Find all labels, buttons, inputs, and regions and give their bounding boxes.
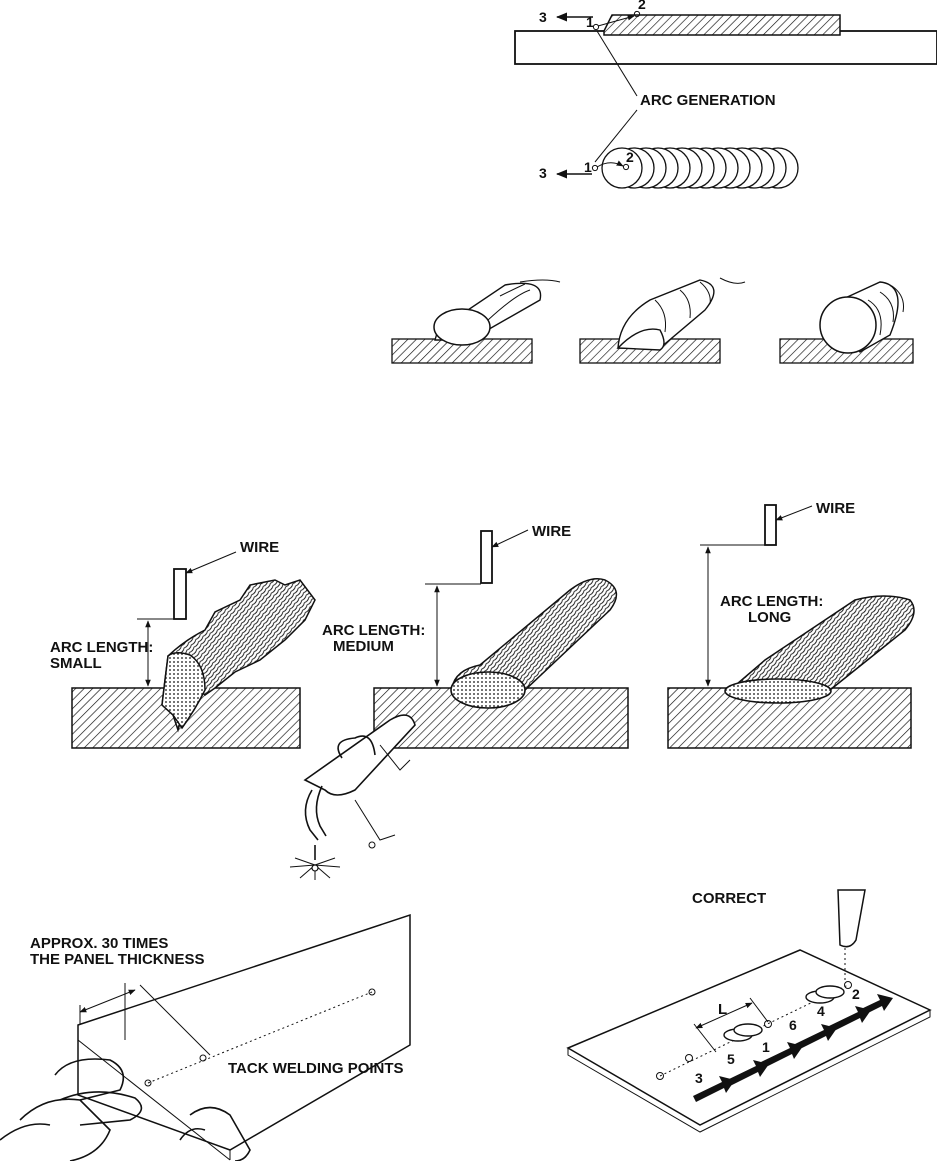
wire-label-small: WIRE (240, 539, 279, 556)
bottom-step-2: 2 (626, 149, 634, 165)
correct-title: CORRECT (692, 890, 766, 907)
arc-small: WIRE ARC LENGTH: SMALL (50, 539, 316, 733)
tack-points-label: TACK WELDING POINTS (228, 1060, 404, 1077)
sequence-step-2: 2 (852, 986, 860, 1002)
arc-length-medium-2: MEDIUM (333, 638, 394, 655)
arc-generation-panel: 1 2 3 ARC GENERATION 1 2 3 (514, 0, 937, 189)
bead-top-view (601, 147, 799, 189)
direction-arrows (693, 994, 893, 1102)
tack-welding-panel: APPROX. 30 TIMES THE PANEL THICKNESS TAC… (0, 714, 416, 1161)
sequence-step-1: 1 (762, 1039, 770, 1055)
wire-label-medium: WIRE (532, 523, 571, 540)
clamp-and-hands (0, 1058, 251, 1161)
welding-torch (303, 714, 416, 860)
base-plate (514, 30, 937, 65)
spacing-label-1: APPROX. 30 TIMES (30, 935, 168, 952)
arc-length-long-2: LONG (748, 609, 791, 626)
top-step-1: 1 (586, 14, 594, 30)
arc-length-medium-1: ARC LENGTH: (322, 622, 425, 639)
sequence-step-5: 5 (727, 1051, 735, 1067)
arc-length-long-1: ARC LENGTH: (720, 593, 823, 610)
spacing-label-2: THE PANEL THICKNESS (30, 951, 204, 968)
arc-medium: WIRE ARC LENGTH: MEDIUM (322, 523, 618, 709)
weld-bead-section (603, 14, 841, 36)
sequence-step-3: 3 (695, 1070, 703, 1086)
weld-sequence-panel: CORRECT L 3 (566, 889, 932, 1133)
arc-length-small-1: ARC LENGTH: (50, 639, 153, 656)
top-step-2: 2 (638, 0, 646, 12)
bottom-step-3: 3 (539, 165, 547, 181)
sequence-step-4: 4 (817, 1003, 825, 1019)
sequence-step-6: 6 (789, 1017, 797, 1033)
arc-generation-label: ARC GENERATION (640, 92, 776, 109)
panel-sheet (77, 913, 411, 1151)
length-label: L (718, 1001, 727, 1018)
arc-long: WIRE ARC LENGTH: LONG (700, 500, 915, 704)
bead-profiles (391, 277, 914, 364)
arc-length-panel: WIRE ARC LENGTH: SMALL WIRE ARC LENGTH: … (50, 500, 915, 749)
bead-segment (723, 985, 845, 1042)
wire-label-long: WIRE (816, 500, 855, 517)
top-step-3: 3 (539, 9, 547, 25)
arc-length-small-2: SMALL (50, 655, 102, 672)
bottom-step-1: 1 (584, 159, 592, 175)
